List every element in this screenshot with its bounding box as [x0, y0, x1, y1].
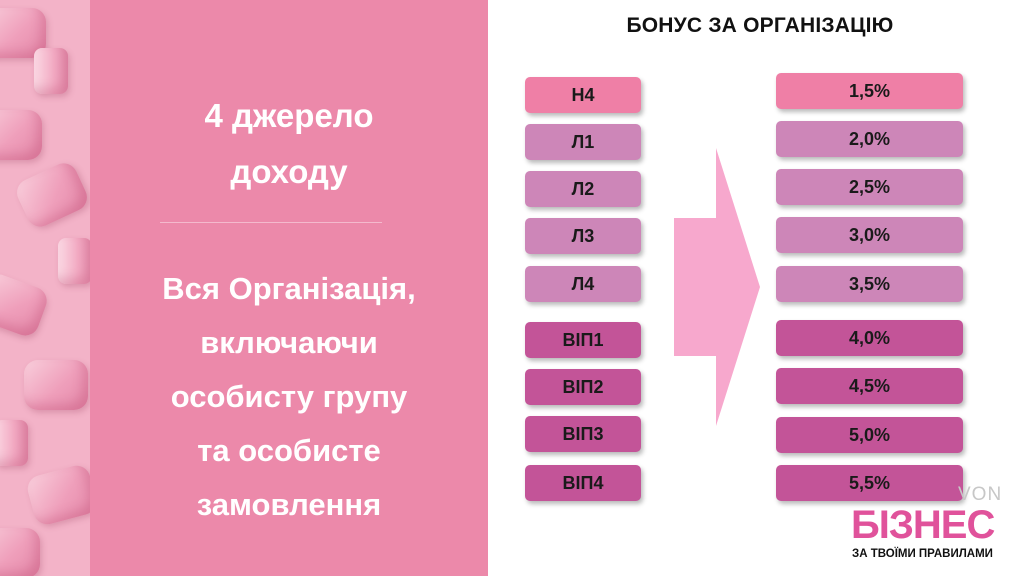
income-source-heading: 4 джерело доходу — [90, 88, 488, 200]
level-pill-vip3: ВІП3 — [525, 416, 641, 452]
bonus-pill-l3: 3,0% — [776, 217, 963, 253]
description-line: Вся Організація, — [162, 271, 416, 306]
level-pill-n4: Н4 — [525, 77, 641, 113]
left-pink-panel — [90, 0, 488, 576]
bonus-pill-l2: 2,5% — [776, 169, 963, 205]
bottle-shape — [24, 360, 88, 410]
organization-description: Вся Організація, включаючи особисту груп… — [90, 262, 488, 532]
bottle-shape — [0, 528, 40, 576]
logo-tagline: ЗА ТВОЇМИ ПРАВИЛАМИ — [852, 548, 993, 560]
bottle-shape — [0, 270, 51, 340]
level-pill-vip2: ВІП2 — [525, 369, 641, 405]
bonus-pill-vip3: 5,0% — [776, 417, 963, 453]
level-pill-l1: Л1 — [525, 124, 641, 160]
heading-line: доходу — [230, 153, 348, 190]
bonus-pill-l4: 3,5% — [776, 266, 963, 302]
right-arrow-icon — [674, 148, 760, 426]
bottle-shape — [12, 158, 92, 232]
logo-von-text: VON — [958, 484, 1003, 505]
level-pill-l3: Л3 — [525, 218, 641, 254]
bonus-pill-n4: 1,5% — [776, 73, 963, 109]
level-pill-l2: Л2 — [525, 171, 641, 207]
bottle-shape — [58, 238, 92, 284]
bonus-pill-vip4: 5,5% — [776, 465, 963, 501]
bottle-shape — [34, 48, 68, 94]
decorative-bottles-image — [0, 0, 100, 576]
bonus-title: БОНУС ЗА ОРГАНІЗАЦІЮ — [626, 14, 894, 37]
level-pill-vip4: ВІП4 — [525, 465, 641, 501]
level-pill-l4: Л4 — [525, 266, 641, 302]
bottle-shape — [24, 462, 100, 528]
description-line: та особисте — [197, 433, 381, 468]
bonus-pill-vip1: 4,0% — [776, 320, 963, 356]
description-line: замовлення — [196, 487, 382, 522]
level-pill-vip1: ВІП1 — [525, 322, 641, 358]
bottle-shape — [0, 420, 28, 466]
logo-biznes-text: БІЗНЕС — [851, 503, 995, 547]
description-line: включаючи — [200, 325, 378, 360]
divider-line — [160, 222, 382, 223]
bonus-pill-l1: 2,0% — [776, 121, 963, 157]
description-line: особисту групу — [170, 379, 408, 414]
bonus-pill-vip2: 4,5% — [776, 368, 963, 404]
bottle-shape — [0, 110, 42, 160]
heading-line: 4 джерело — [204, 97, 374, 134]
